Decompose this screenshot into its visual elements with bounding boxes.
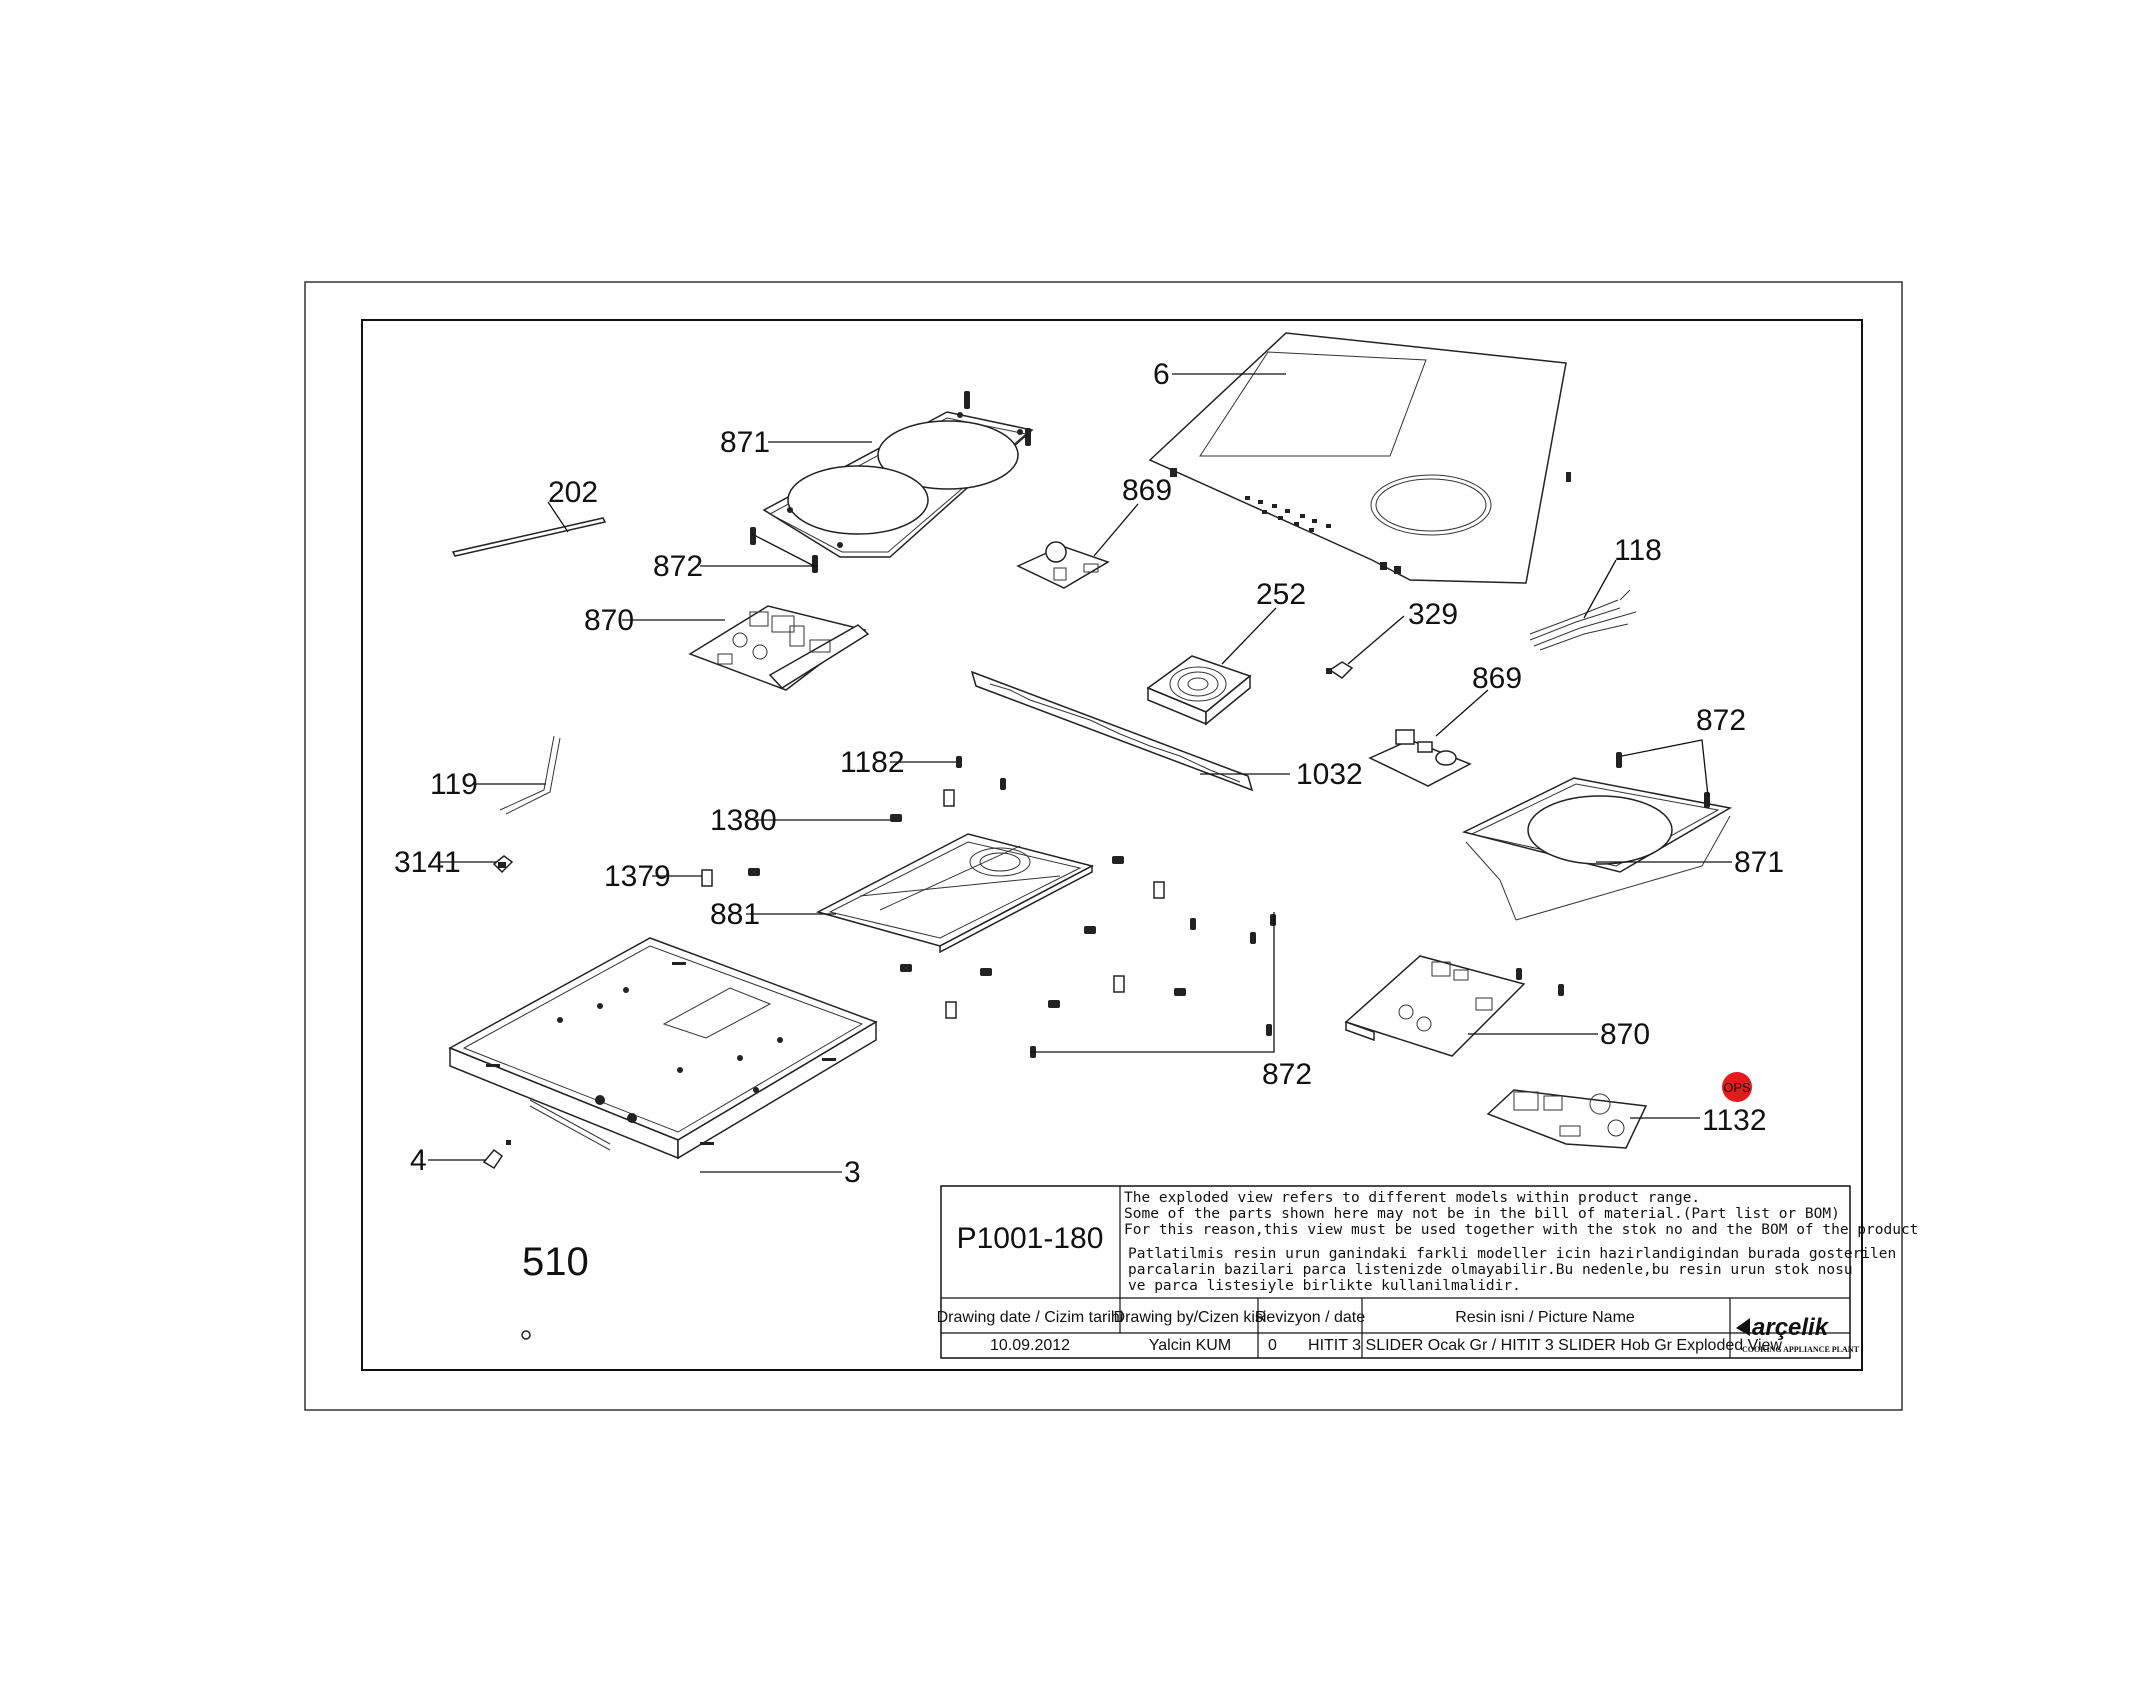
callout-4: 4 xyxy=(410,1144,427,1177)
glass-top-part xyxy=(1148,332,1571,584)
trim-rod-part xyxy=(451,517,607,557)
callout-119: 119 xyxy=(430,768,478,801)
header-drawn-by: Drawing by/Cizen kisi xyxy=(1114,1309,1267,1326)
bottom-housing-part xyxy=(448,937,878,1160)
callout-871-left: 871 xyxy=(720,426,770,459)
callout-1380: 1380 xyxy=(710,804,777,837)
notice-tr-line-1: Patlatilmis resin urun ganindaki farkli … xyxy=(1128,1246,1896,1262)
small-fasteners xyxy=(701,756,1564,1058)
leader-329 xyxy=(1347,615,1405,665)
value-revision: 0 xyxy=(1268,1337,1277,1354)
svg-text:COOKING APPLIANCE PLANT: COOKING APPLIANCE PLANT xyxy=(1742,1345,1860,1354)
svg-text:arçelik: arçelik xyxy=(1752,1314,1830,1341)
control-board-right-part xyxy=(1368,729,1472,787)
callout-1032: 1032 xyxy=(1296,758,1363,791)
leader-872-right xyxy=(1621,739,1709,797)
leader-202 xyxy=(547,501,569,533)
callout-6: 6 xyxy=(1153,358,1170,391)
screw-510-part xyxy=(521,1330,531,1340)
callout-3141: 3141 xyxy=(394,846,461,879)
arcelik-logo: arçelik COOKING APPLIANCE PLANT xyxy=(1736,1314,1860,1354)
power-board-left-part xyxy=(688,605,870,691)
wire-bundle-part xyxy=(1529,589,1637,651)
callout-869-right: 869 xyxy=(1472,662,1522,695)
leader-869-right xyxy=(1435,689,1489,737)
drawing-number: P1001-180 xyxy=(957,1222,1104,1255)
leader-118 xyxy=(1583,559,1617,619)
header-picture-name: Resin isni / Picture Name xyxy=(1455,1309,1635,1326)
clamp-4-part xyxy=(482,1140,511,1170)
cooling-fan-part xyxy=(1146,655,1252,726)
callout-1132: 1132 xyxy=(1702,1104,1767,1137)
callout-510: 510 xyxy=(522,1240,589,1284)
callout-1182: 1182 xyxy=(840,746,905,779)
leader-869-top xyxy=(1093,503,1139,557)
bracket-3141-part xyxy=(492,855,514,874)
callout-329: 329 xyxy=(1408,598,1458,631)
notice-tr-line-2: parcalarin bazilari parca listenizde olm… xyxy=(1128,1262,1853,1278)
leader-872-left xyxy=(751,533,815,567)
control-board-top-part xyxy=(1016,541,1110,589)
coil-tray-left-part xyxy=(750,391,1034,573)
callout-202: 202 xyxy=(548,476,598,509)
slider-strip-part xyxy=(970,670,1254,792)
callout-252: 252 xyxy=(1256,578,1306,611)
callout-872-left: 872 xyxy=(653,550,703,583)
notice-en-line-1: The exploded view refers to different mo… xyxy=(1124,1190,1700,1206)
callout-118: 118 xyxy=(1614,534,1662,567)
value-drawn-by: Yalcin KUM xyxy=(1149,1337,1231,1354)
callout-872-right: 872 xyxy=(1696,704,1746,737)
callout-871-right: 871 xyxy=(1734,846,1784,879)
value-picture-name: HITIT 3 SLIDER Ocak Gr / HITIT 3 SLIDER … xyxy=(1308,1337,1782,1354)
notice-tr-line-3: ve parca listesiyle birlikte kullanilmal… xyxy=(1128,1278,1521,1294)
title-block xyxy=(940,1185,1851,1359)
filter-board-part xyxy=(1486,1089,1648,1149)
outer-frame xyxy=(304,281,1903,1411)
callout-1379: 1379 xyxy=(604,860,671,893)
ops-badge-label: OPS xyxy=(1723,1080,1751,1095)
callout-3: 3 xyxy=(844,1156,861,1189)
callout-870-left: 870 xyxy=(584,604,634,637)
inner-frame xyxy=(361,319,1863,1371)
inner-carrier-frame-part xyxy=(815,833,1095,954)
value-date: 10.09.2012 xyxy=(990,1337,1070,1354)
callout-881: 881 xyxy=(710,898,760,931)
clip-329-part xyxy=(1326,661,1354,679)
leader-252 xyxy=(1221,607,1277,665)
coil-tray-right-part xyxy=(1461,752,1733,921)
cable-119-part xyxy=(499,735,561,815)
power-board-right-part xyxy=(1344,955,1526,1057)
callout-869-top: 869 xyxy=(1122,474,1172,507)
notice-en-line-2: Some of the parts shown here may not be … xyxy=(1124,1206,1840,1222)
callout-872-center: 872 xyxy=(1262,1058,1312,1091)
leader-872-center xyxy=(1030,912,1275,1053)
notice-en-line-3: For this reason,this view must be used t… xyxy=(1124,1222,1918,1238)
header-revision: Revizyon / date xyxy=(1255,1309,1365,1326)
header-date: Drawing date / Cizim tarihi xyxy=(937,1309,1124,1326)
callout-870-right: 870 xyxy=(1600,1018,1650,1051)
ops-badge xyxy=(1722,1072,1752,1102)
